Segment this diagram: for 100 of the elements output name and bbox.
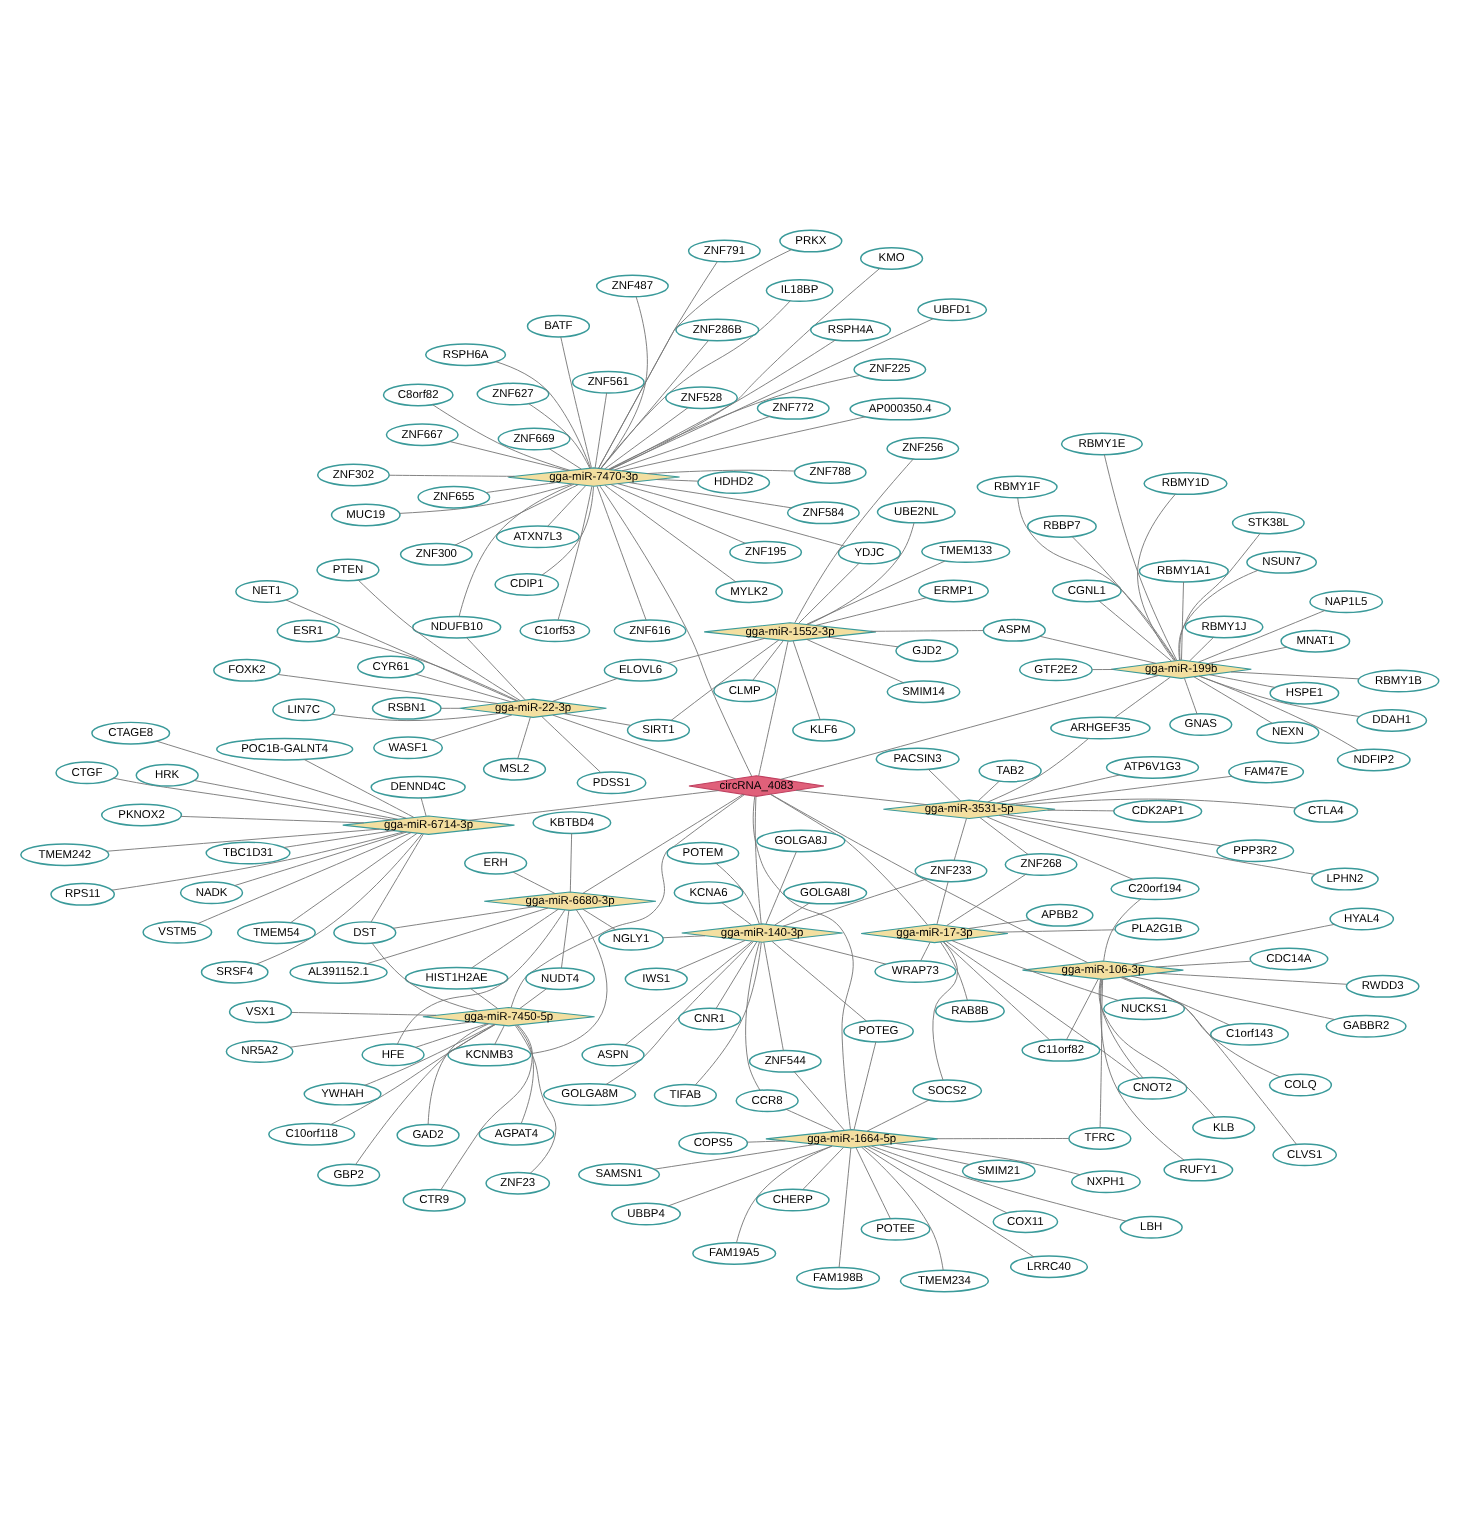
connector xyxy=(1017,496,1177,660)
connector xyxy=(1155,959,1252,967)
connector xyxy=(528,402,591,468)
connector xyxy=(1047,808,1115,811)
connector xyxy=(610,483,746,543)
connector xyxy=(997,928,1116,932)
connector xyxy=(806,638,905,683)
connector xyxy=(1207,645,1288,663)
connector xyxy=(431,713,513,740)
connector xyxy=(770,793,928,925)
connector xyxy=(1137,492,1177,661)
connector xyxy=(512,870,556,893)
connector xyxy=(552,713,737,779)
connector xyxy=(763,940,784,1051)
connector xyxy=(754,795,762,924)
connector xyxy=(613,414,771,470)
connector xyxy=(458,482,575,616)
connector xyxy=(331,711,501,721)
connector xyxy=(366,906,549,964)
connector xyxy=(560,335,592,468)
connector xyxy=(795,788,928,805)
connector xyxy=(782,877,928,926)
connector xyxy=(111,830,405,890)
connector xyxy=(1039,634,1157,663)
connector xyxy=(485,480,558,493)
connector xyxy=(656,478,699,481)
connector xyxy=(998,813,1316,874)
connector xyxy=(1121,975,1297,1144)
connector xyxy=(746,1139,786,1142)
connector xyxy=(946,872,1027,925)
connector xyxy=(370,832,424,922)
connector xyxy=(414,1022,488,1047)
connector xyxy=(364,1023,495,1085)
connector xyxy=(787,937,887,964)
connector xyxy=(609,317,934,469)
connector xyxy=(771,939,868,1021)
connector xyxy=(598,248,793,468)
connector xyxy=(861,1145,944,1270)
connector xyxy=(715,940,758,1008)
connector xyxy=(853,1040,877,1130)
connector xyxy=(792,639,821,720)
connector xyxy=(471,907,559,968)
connector xyxy=(396,908,566,1044)
connector xyxy=(510,793,745,1008)
connector xyxy=(105,827,380,851)
connector xyxy=(871,1144,1127,1221)
connector xyxy=(1120,975,1231,1025)
connector xyxy=(600,338,709,468)
connector xyxy=(621,415,866,471)
connector xyxy=(440,706,461,708)
connector xyxy=(758,639,789,776)
connector xyxy=(516,1023,534,1123)
connector xyxy=(290,831,418,923)
connector xyxy=(936,880,949,924)
connector xyxy=(470,987,499,1008)
connector xyxy=(551,676,618,701)
connector xyxy=(561,908,570,968)
connector xyxy=(793,1070,845,1130)
connector xyxy=(1098,599,1172,661)
connector xyxy=(1193,675,1273,723)
connector xyxy=(1008,774,1233,804)
connector xyxy=(494,1024,505,1045)
connector xyxy=(557,484,593,620)
connector xyxy=(939,940,968,1000)
connector xyxy=(547,484,586,526)
connector xyxy=(388,473,515,476)
connector xyxy=(785,1107,836,1131)
connector xyxy=(985,815,1134,879)
connector xyxy=(371,941,478,1011)
connector xyxy=(694,941,762,1085)
connector xyxy=(662,934,706,938)
connector xyxy=(1199,674,1359,750)
connector xyxy=(1099,977,1104,1128)
connector xyxy=(807,521,915,624)
connector xyxy=(1103,453,1178,660)
connector xyxy=(945,939,1141,1078)
connector xyxy=(1209,673,1276,687)
connector xyxy=(968,918,1030,928)
connector xyxy=(667,1144,833,1206)
connector xyxy=(604,483,737,582)
connector xyxy=(826,635,899,647)
connector xyxy=(815,596,928,625)
connector xyxy=(283,829,394,847)
connector xyxy=(794,457,914,623)
connector xyxy=(927,767,962,801)
connector xyxy=(277,673,498,703)
connector xyxy=(563,712,632,725)
connector xyxy=(802,1145,844,1189)
connector xyxy=(736,1144,833,1243)
connector xyxy=(156,739,407,818)
connector xyxy=(468,789,719,820)
connector xyxy=(454,483,579,545)
connector xyxy=(752,794,854,1129)
connector xyxy=(1181,580,1184,660)
connector xyxy=(1121,975,1281,1077)
connector xyxy=(334,635,519,701)
connector xyxy=(596,484,647,620)
connector xyxy=(1098,977,1216,1117)
connector xyxy=(855,1146,891,1219)
connector xyxy=(357,578,521,700)
